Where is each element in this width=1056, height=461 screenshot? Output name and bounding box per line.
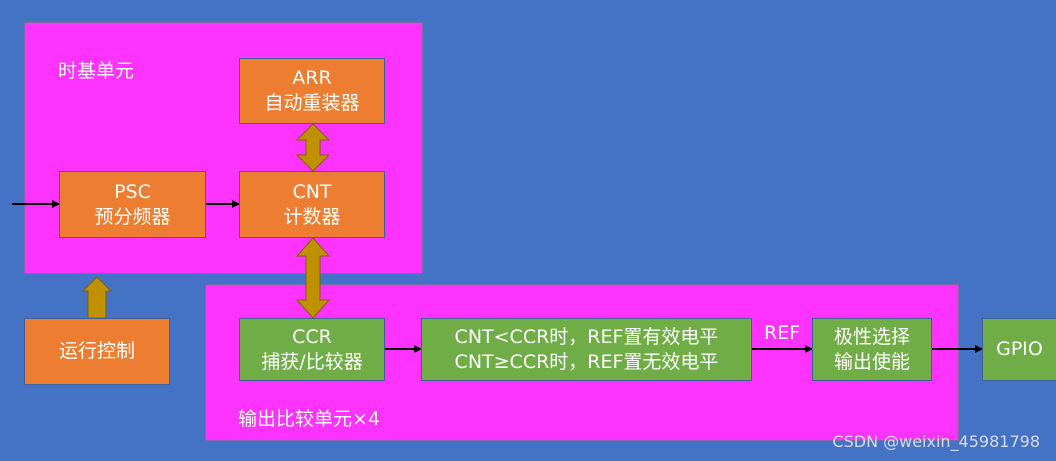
mode-line-2: CNT≥CCR时，REF置无效电平 [454,350,719,373]
output-compare-unit-label: 输出比较单元×4 [238,408,381,430]
psc-title: PSC [114,180,151,203]
arr-subtitle: 自动重装器 [264,92,360,114]
cnt-ccr-double-arrow [295,237,331,319]
polarity-output-enable-block: 极性选择 输出使能 [812,318,932,381]
polarity-line-1: 极性选择 [833,325,910,348]
gpio-block: GPIO [982,318,1056,381]
ccr-subtitle: 捕获/比较器 [261,350,363,373]
cnt-title: CNT [292,180,332,203]
run-control-block: 运行控制 [24,318,170,385]
mode-line-1: CNT<CCR时，REF置有效电平 [454,325,719,348]
output-mode-block: CNT<CCR时，REF置有效电平 CNT≥CCR时，REF置无效电平 [421,318,752,381]
polarity-line-2: 输出使能 [833,350,910,373]
run-control-up-arrow [81,276,113,319]
arr-cnt-double-arrow [295,123,331,172]
psc-prescaler-block: PSC 预分频器 [59,171,206,238]
ccr-title: CCR [292,325,332,348]
gpio-label: GPIO [996,338,1043,360]
time-base-unit-label: 时基单元 [58,60,135,82]
cnt-subtitle: 计数器 [283,205,341,228]
watermark: CSDN @weixin_45981798 [832,432,1040,451]
ref-signal-label: REF [764,322,801,344]
arr-auto-reload-block: ARR 自动重装器 [239,58,385,124]
run-control-label: 运行控制 [58,340,135,362]
arr-title: ARR [292,67,332,89]
ccr-capture-compare-block: CCR 捕获/比较器 [239,318,385,381]
cnt-counter-block: CNT 计数器 [239,171,385,238]
psc-subtitle: 预分频器 [94,205,171,228]
